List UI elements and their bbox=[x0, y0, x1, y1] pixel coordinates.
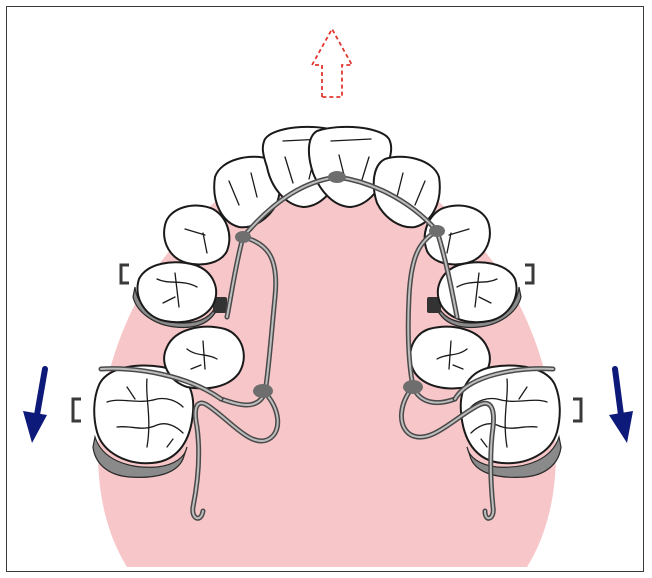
anterior-solder-joint bbox=[328, 171, 346, 183]
dashed-up-arrow-icon bbox=[312, 29, 352, 97]
right-canine-solder-joint bbox=[429, 225, 445, 237]
left-canine bbox=[164, 206, 229, 265]
diagram-frame bbox=[6, 6, 644, 572]
appliance-diagram bbox=[7, 7, 647, 573]
right-down-arrow-icon bbox=[609, 369, 633, 443]
left-canine-solder-joint bbox=[235, 231, 251, 243]
left-loop-solder-joint bbox=[253, 384, 273, 398]
left-down-arrow-icon bbox=[23, 369, 47, 443]
right-loop-solder-joint bbox=[403, 380, 423, 394]
